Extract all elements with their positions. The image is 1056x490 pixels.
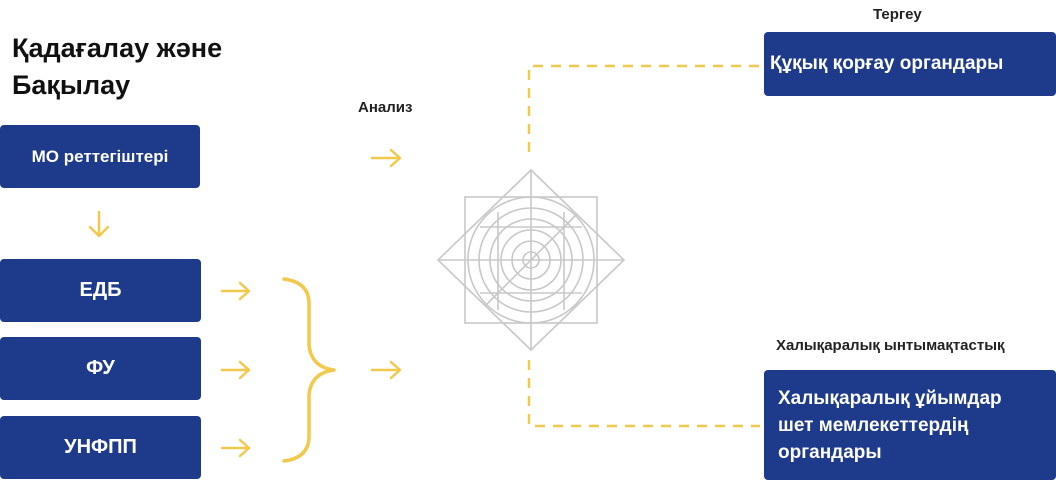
right-arrow-icon (370, 360, 402, 380)
fu-box: ФУ (0, 337, 201, 400)
down-arrow-icon (88, 210, 110, 238)
unfpp-box: УНФПП (0, 416, 201, 479)
investigation-label: Тергеу (873, 6, 922, 23)
right-arrow-icon (370, 148, 402, 168)
intl-cooperation-label: Халықаралық ынтымақтастық (776, 337, 1005, 354)
mo-regulators-box: МО реттегіштері (0, 125, 200, 188)
right-arrow-icon (220, 438, 251, 458)
dashed-connector-top (527, 64, 760, 152)
page-title: Қадағалау және Бақылау (12, 33, 223, 100)
right-arrow-icon (220, 360, 251, 380)
dashed-connector-bottom (527, 360, 760, 428)
edb-box: ЕДБ (0, 259, 201, 322)
geometric-star-emblem-icon (436, 168, 626, 352)
curly-brace-icon (282, 277, 336, 463)
law-enforcement-box: Құқық қорғау органдары (764, 32, 1056, 96)
intl-organizations-box: Халықаралық ұйымдар шет мемлекеттердің о… (764, 370, 1056, 480)
analysis-label: Анализ (358, 99, 413, 116)
right-arrow-icon (220, 281, 251, 301)
